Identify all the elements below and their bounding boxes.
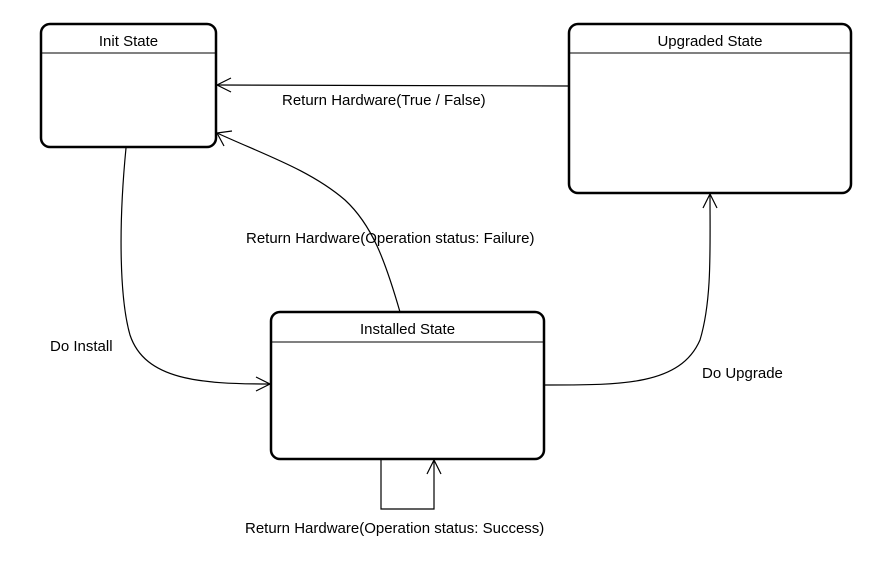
transition-init-to-installed-line <box>120 147 271 385</box>
transition-init-to-installed-label: Do Install <box>50 338 113 355</box>
transition-installed-to-upgraded-line <box>543 193 711 386</box>
transition-upgraded-to-init-line <box>216 84 570 87</box>
init-state-box <box>39 22 218 149</box>
transition-init-to-installed-arrowhead <box>255 376 272 392</box>
init-state-node[interactable]: Init State <box>39 22 218 149</box>
transition-installed-to-init-line <box>216 132 401 313</box>
transition-installed-to-init-label: Return Hardware(Operation status: Failur… <box>246 230 534 247</box>
upgraded-state-title: Upgraded State <box>657 33 762 50</box>
transition-installed-self-loop-label: Return Hardware(Operation status: Succes… <box>245 520 544 537</box>
installed-state-node[interactable]: Installed State <box>269 310 546 461</box>
transition-installed-to-upgraded-label: Do Upgrade <box>702 365 783 382</box>
transition-installed-self-loop-line <box>380 460 435 510</box>
transition-upgraded-to-init[interactable]: Return Hardware(True / False) <box>215 77 570 109</box>
transition-installed-to-init[interactable]: Return Hardware(Operation status: Failur… <box>216 130 534 313</box>
transition-installed-self-loop[interactable]: Return Hardware(Operation status: Succes… <box>245 458 544 537</box>
transition-installed-to-upgraded-arrowhead <box>702 192 718 209</box>
upgraded-state-node[interactable]: Upgraded State <box>567 22 853 195</box>
transition-init-to-installed[interactable]: Do Install <box>50 147 272 392</box>
transition-upgraded-to-init-arrowhead <box>215 77 232 93</box>
transition-upgraded-to-init-label: Return Hardware(True / False) <box>282 92 486 109</box>
installed-state-title: Installed State <box>360 321 455 338</box>
init-state-title: Init State <box>99 33 158 50</box>
transition-installed-to-init-arrowhead <box>216 130 233 147</box>
transition-installed-to-upgraded[interactable]: Do Upgrade <box>543 192 783 386</box>
transition-installed-self-loop-arrowhead <box>426 458 442 475</box>
